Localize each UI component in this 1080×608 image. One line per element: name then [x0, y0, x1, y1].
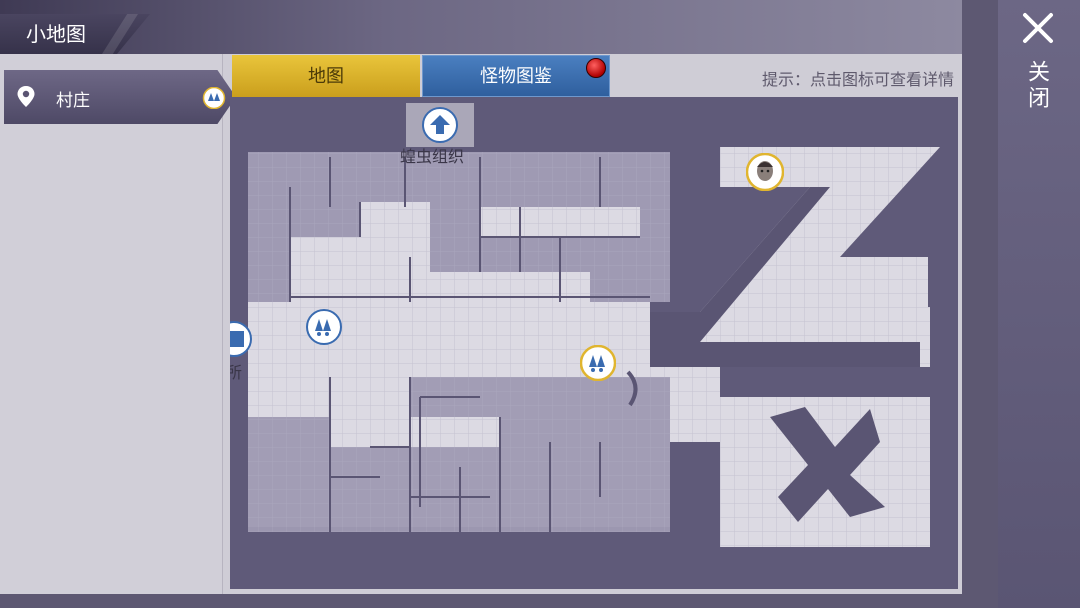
location-pin-icon: [17, 86, 35, 107]
poi-label-locust-org: 蝗虫组织: [400, 147, 465, 166]
page-title: 小地图: [0, 14, 150, 54]
minimap[interactable]: 蝗虫组织 所: [230, 97, 958, 589]
bells-icon[interactable]: [580, 345, 616, 381]
up-arrow-icon: [422, 107, 458, 143]
hint-text: 提示：点击图标可查看详情: [761, 70, 954, 89]
close-icon[interactable]: [1022, 12, 1054, 44]
sidebar-item-village[interactable]: 村庄: [4, 70, 236, 124]
bells-icon[interactable]: [306, 309, 342, 345]
shop-icon[interactable]: [230, 321, 252, 357]
poi-label-shop: 所: [230, 363, 243, 382]
close-panel: 关闭: [998, 0, 1080, 608]
poi-locust-org[interactable]: [406, 103, 474, 147]
title-bar: [0, 0, 962, 54]
tab-map[interactable]: 地图: [232, 55, 420, 99]
minimap-canvas: [248, 147, 940, 547]
tab-monster-codex[interactable]: 怪物图鉴: [422, 55, 610, 97]
sidebar: [0, 54, 223, 594]
sidebar-item-label: 村庄: [56, 91, 90, 111]
bells-icon: [202, 87, 226, 109]
npc-portrait-icon[interactable]: [746, 153, 784, 191]
notification-dot: [586, 58, 606, 78]
close-button[interactable]: 关闭: [1024, 60, 1049, 112]
